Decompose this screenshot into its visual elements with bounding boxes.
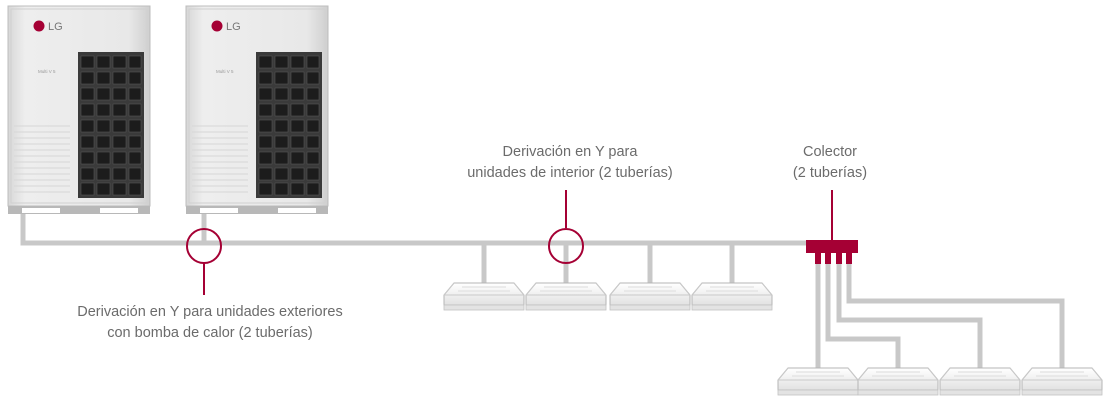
outdoor-unit-model-badge: Multi V 5 <box>216 69 234 74</box>
outdoor-unit-brand: LG <box>48 21 63 33</box>
collector-header-icon <box>806 240 858 264</box>
indoor-y-branch-label: Derivación en Y para unidades de interio… <box>420 142 720 184</box>
outdoor-unit-model-badge: Multi V 5 <box>38 69 56 74</box>
ceiling-cassette-icon <box>609 282 691 311</box>
pipe-collector-out-4 <box>846 262 1065 368</box>
collector-label: Colector (2 tuberías) <box>770 142 890 184</box>
lg-logo-icon <box>33 20 45 32</box>
ceiling-cassette-icon <box>443 282 525 311</box>
outdoor-y-branch-label-line1: Derivación en Y para unidades exteriores <box>77 304 343 320</box>
collector-label-line2: (2 tuberías) <box>792 165 868 181</box>
ceiling-cassette-icon <box>857 367 939 396</box>
indoor-y-branch-label-line2: unidades de interior (2 tuberías) <box>467 165 673 181</box>
outdoor-unit-1: LG Multi V 5 <box>7 5 151 215</box>
outdoor-y-branch-label-line2: con bomba de calor (2 tuberías) <box>107 325 313 341</box>
pipe-collector-out-2 <box>825 262 901 368</box>
collector-label-line1: Colector <box>803 144 857 160</box>
outdoor-unit-brand: LG <box>226 21 241 33</box>
indoor-y-branch-label-line1: Derivación en Y para <box>502 144 638 160</box>
ceiling-cassette-icon <box>525 282 607 311</box>
ceiling-cassette-icon <box>939 367 1021 396</box>
ceiling-cassette-icon <box>1021 367 1103 396</box>
ceiling-cassette-icon <box>691 282 773 311</box>
ceiling-cassette-icon <box>777 367 859 396</box>
circle-marker-icon <box>548 228 584 264</box>
outdoor-y-branch-label: Derivación en Y para unidades exteriores… <box>30 302 390 344</box>
pipe-collector-out-3 <box>836 262 983 368</box>
outdoor-unit-icon <box>185 5 329 215</box>
outdoor-unit-icon <box>7 5 151 215</box>
outdoor-unit-2: LG Multi V 5 <box>185 5 329 215</box>
lg-logo-icon <box>211 20 223 32</box>
